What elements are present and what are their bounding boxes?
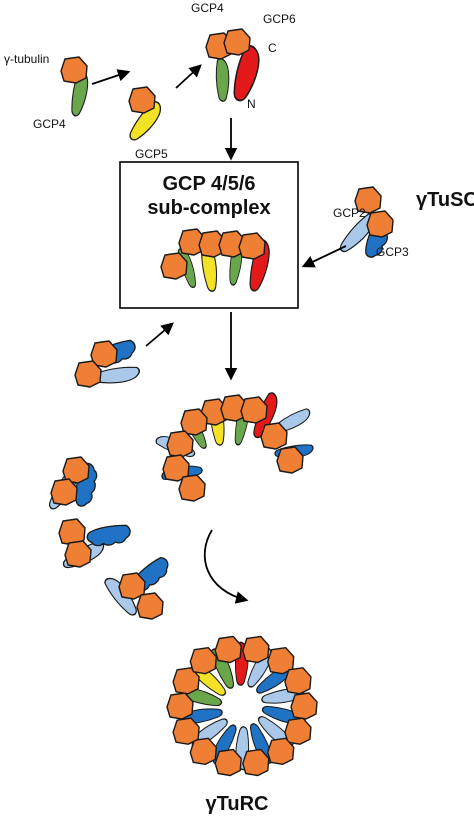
gamma-tubulin-shape — [189, 647, 218, 675]
gtusc-left-3 — [58, 518, 133, 574]
gamma-tubulin-shape — [267, 737, 295, 765]
gamma-tubulin-shape — [276, 446, 304, 474]
gcp4-top-label: GCP4 — [191, 1, 224, 15]
gtusc-label: γTuSC — [416, 189, 474, 211]
gamma-tubulin-shape — [214, 748, 242, 777]
partial-ring-complex — [153, 390, 315, 502]
subcomplex-box — [119, 161, 299, 309]
gtusc-left-2 — [45, 456, 100, 514]
arrow-gcp4-to-gcp5 — [91, 69, 131, 85]
gamma-tubulin-shape — [238, 232, 266, 260]
gamma-tubulin-shape — [64, 540, 92, 568]
gcp3-label: GCP3 — [376, 245, 409, 259]
gcp5-label: GCP5 — [135, 147, 168, 161]
gamma-tubulin-shape — [172, 717, 200, 745]
gamma-tubulin-shape — [223, 28, 251, 56]
gcp4-shape — [214, 57, 232, 103]
arrow-gtusc-to-subcomplex — [301, 245, 347, 268]
subcomplex-title-line2: sub-complex — [147, 197, 270, 219]
subcomplex-title-line1: GCP 4/5/6 — [162, 173, 255, 195]
gtusc-left-1 — [74, 336, 142, 388]
gamma-tubulin-shape — [178, 474, 206, 502]
gamma-tubulin-shape — [260, 422, 288, 450]
gamma-tubulin-shape — [242, 748, 270, 777]
c-terminus-label: C — [268, 41, 277, 55]
arrow-gtusc-left-to-subcomplex — [145, 322, 174, 347]
gamma-tubulin-shape — [240, 396, 268, 424]
gamma-tubulin-shape — [50, 478, 78, 506]
gamma-tubulin-shape — [284, 667, 312, 695]
curved-arrow-to-ring — [203, 529, 249, 604]
gamma-tubulin-shape — [284, 717, 312, 745]
gamma-tubulin-shape — [290, 692, 318, 720]
gcp2-label: GCP2 — [333, 206, 366, 220]
gamma-tubulin-shape — [60, 56, 88, 84]
gamma-tubulin-label: γ-tubulin — [4, 52, 49, 66]
gamma-tubulin-shape — [242, 635, 270, 664]
arrow-to-trimer — [175, 64, 202, 89]
gamma-tubulin-shape — [166, 692, 194, 720]
gcp6-label: GCP6 — [263, 12, 296, 26]
gamma-tubulin-shape — [214, 635, 242, 664]
gtusc-left-4 — [101, 553, 174, 620]
gamma-tubulin-shape — [128, 86, 156, 114]
gamma-tubulin-shape — [189, 737, 218, 765]
gcp4-gcp5-pair — [126, 86, 166, 146]
subcomplex-hexamer — [160, 228, 273, 294]
gcp4-monomer — [60, 56, 91, 118]
gamma-tubulin-shape — [74, 360, 102, 388]
gamma-tubulin-shape — [136, 592, 164, 620]
gcp456-trimer — [205, 28, 264, 104]
gamma-tubulin-shape — [160, 252, 188, 280]
gturc-ring — [166, 635, 318, 777]
gamma-tubulin-shape — [166, 430, 194, 458]
gcp4-left-label: GCP4 — [33, 117, 66, 131]
gturc-label: γTuRC — [206, 793, 269, 815]
gamma-tubulin-shape — [366, 210, 394, 238]
n-terminus-label: N — [247, 97, 256, 111]
